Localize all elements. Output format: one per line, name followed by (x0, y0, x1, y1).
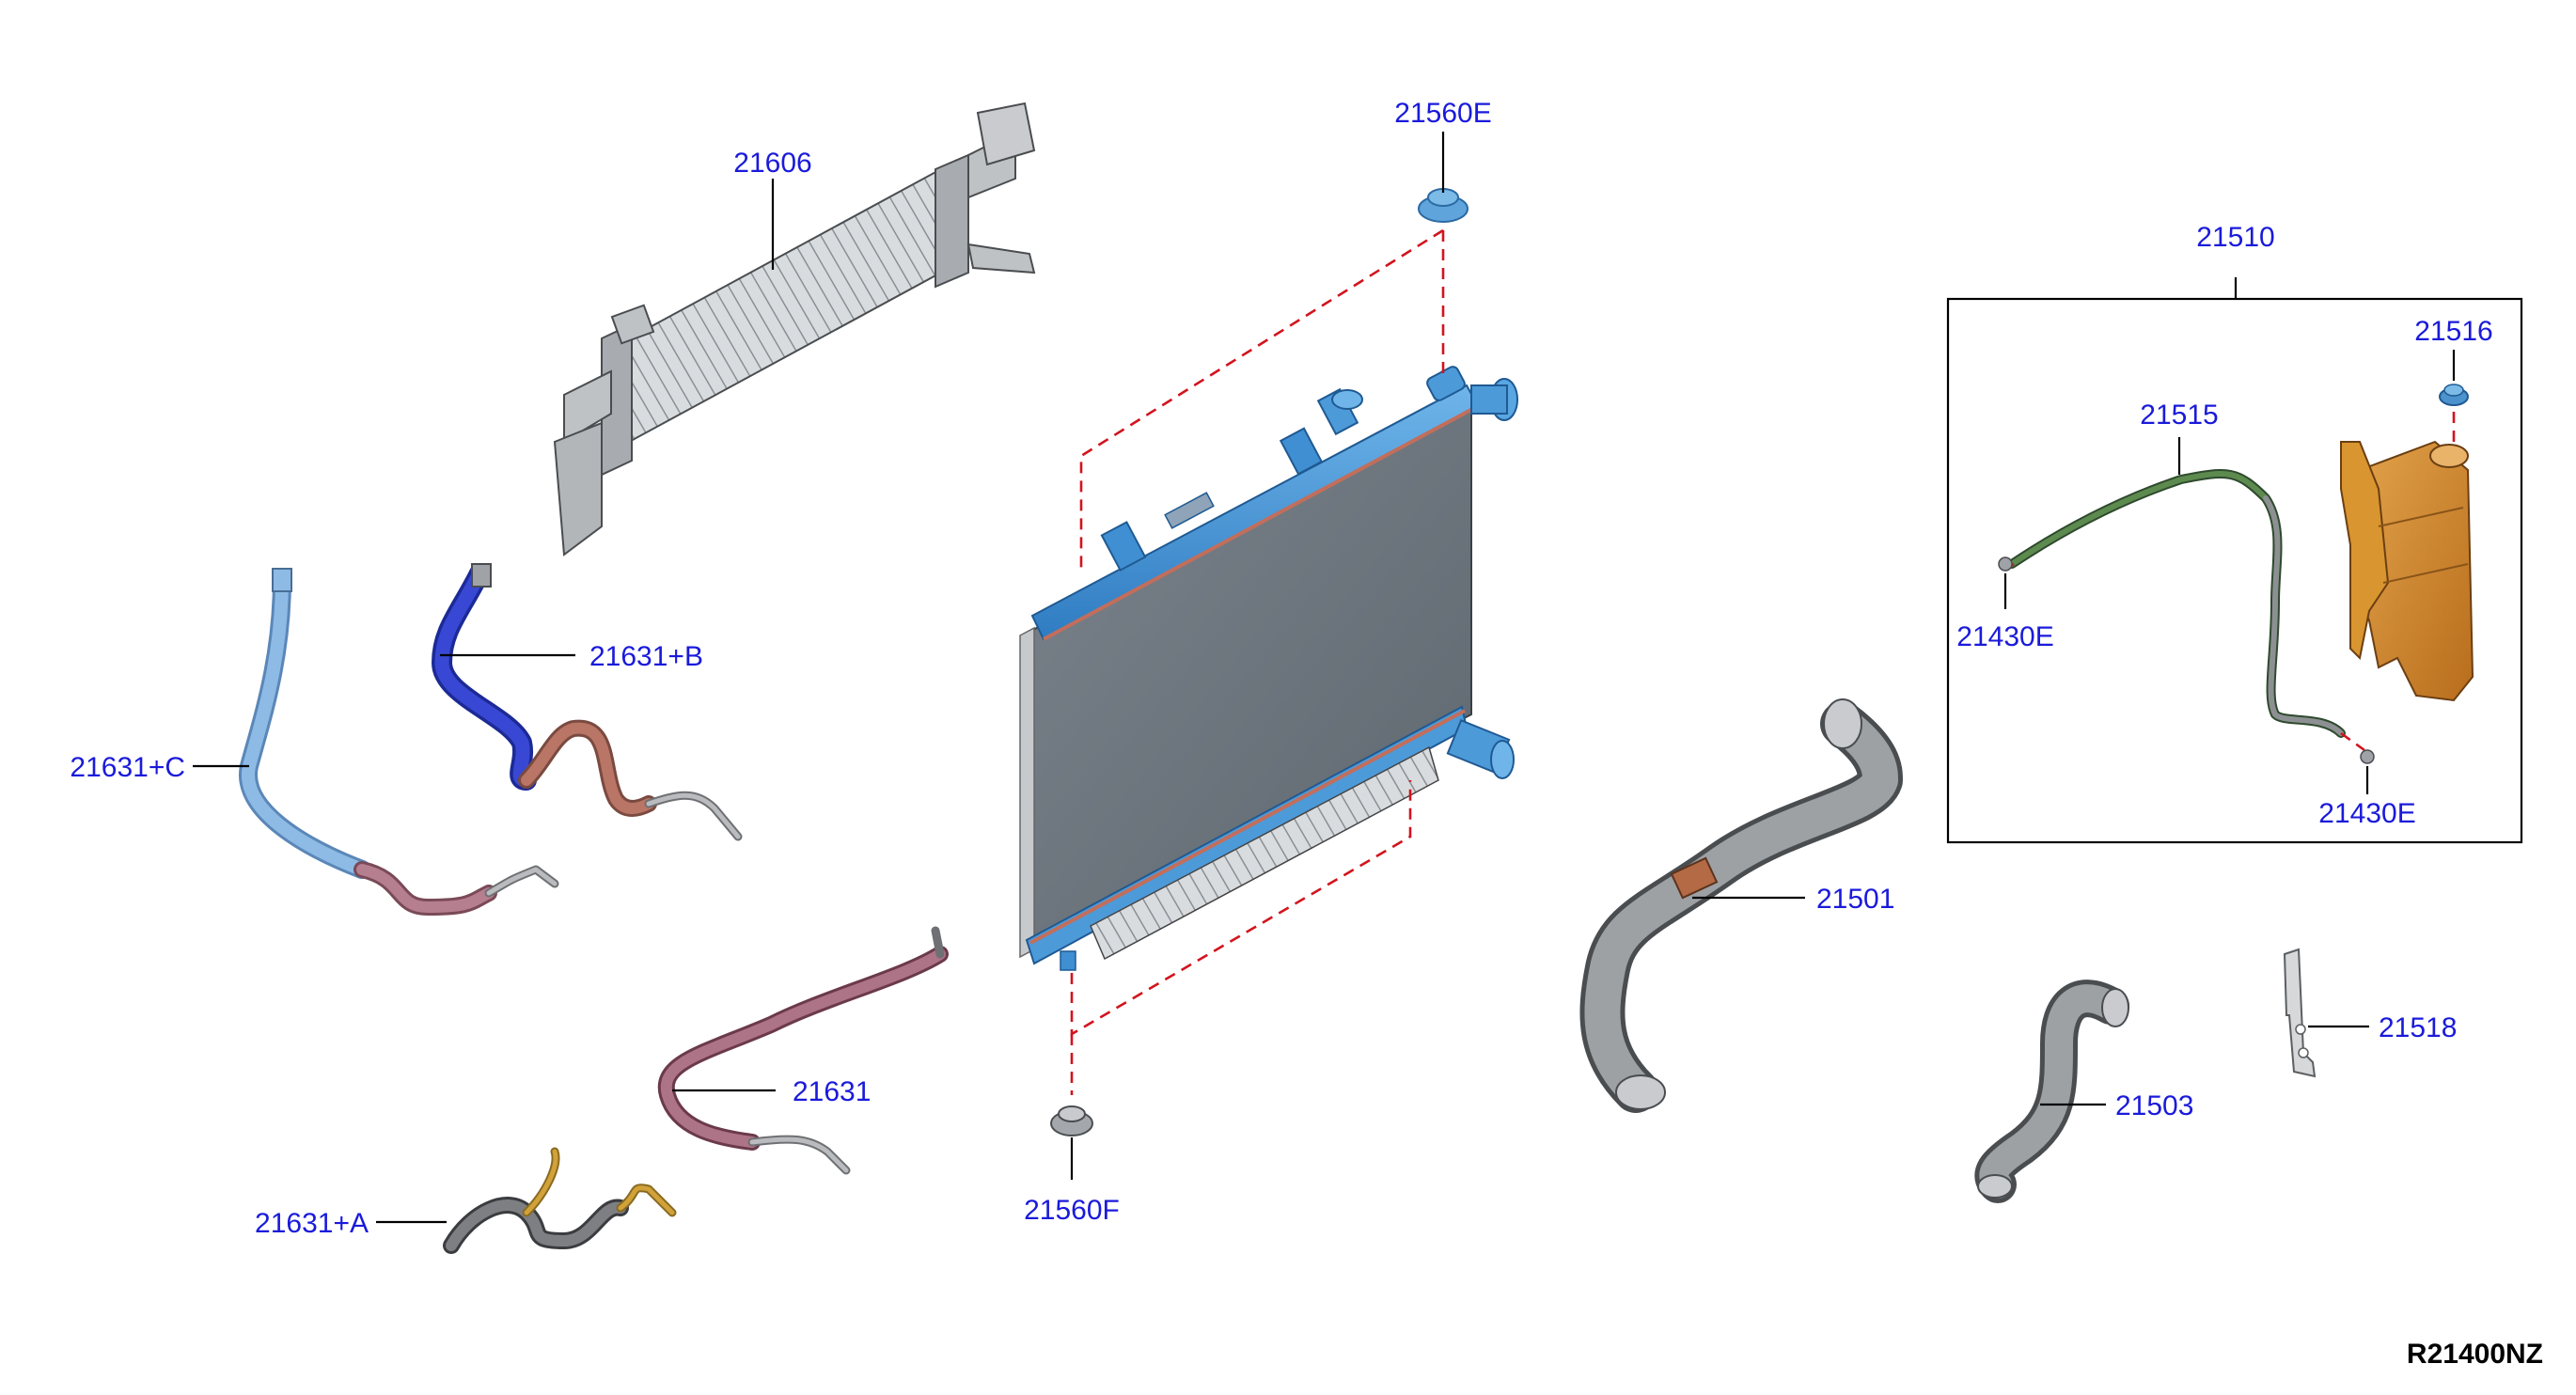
cooler-hose-icon (657, 926, 949, 1175)
callout-lines (193, 132, 2456, 1224)
clamp-icon (2360, 749, 2375, 764)
part-label-21631-a: 21631+A (255, 1208, 369, 1239)
mount-insulator-lower-icon (1050, 1105, 1093, 1136)
reservoir-tank-icon (2340, 440, 2474, 702)
radiator-guide-lines (1070, 228, 1445, 1095)
part-label-21430E-upper: 21430E (1956, 621, 2053, 652)
part-label-21631: 21631 (793, 1076, 871, 1107)
cooler-hose-c-icon (239, 568, 559, 916)
part-label-21515: 21515 (2140, 400, 2218, 431)
overflow-hose-icon (2007, 469, 2346, 738)
part-label-21631-b: 21631+B (589, 641, 703, 672)
part-label-21518: 21518 (2379, 1012, 2457, 1043)
clamp-guide-lower (2340, 731, 2365, 752)
part-label-21501: 21501 (1816, 884, 1894, 915)
part-label-21631-c: 21631+C (70, 752, 185, 783)
part-label-21560F: 21560F (1024, 1195, 1120, 1226)
part-label-21510: 21510 (2196, 222, 2274, 253)
reference-code: R21400NZ (2407, 1339, 2543, 1370)
upper-radiator-hose-icon (1579, 698, 1903, 1113)
part-label-21430E-lower: 21430E (2318, 798, 2415, 829)
cooler-hose-a-icon (443, 1147, 677, 1254)
part-label-21516: 21516 (2414, 316, 2492, 347)
oil-cooler-icon (553, 102, 1036, 556)
part-label-21606: 21606 (733, 148, 811, 179)
reservoir-cap-icon (2439, 384, 2469, 406)
part-label-21560E: 21560E (1394, 98, 1491, 129)
mount-insulator-upper-icon (1418, 188, 1469, 223)
clamp-icon (1998, 556, 2013, 572)
cooler-hose-b-icon (432, 563, 743, 841)
part-label-21503: 21503 (2115, 1090, 2193, 1121)
bracket-icon (2283, 948, 2317, 1078)
lower-radiator-hose-icon (1974, 980, 2129, 1203)
radiator-icon (1019, 366, 1518, 971)
